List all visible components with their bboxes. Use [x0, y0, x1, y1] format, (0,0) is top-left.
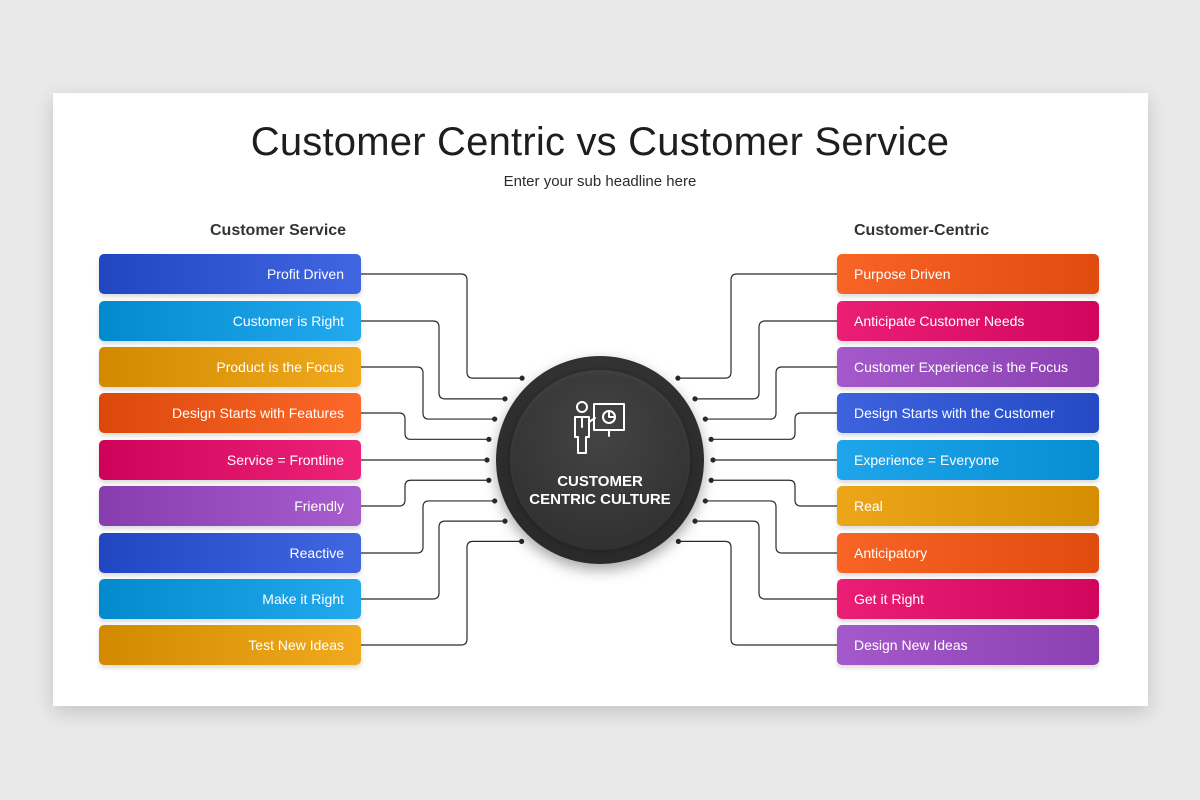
connector-line [361, 366, 495, 420]
page-subtitle: Enter your sub headline here [503, 173, 697, 190]
connector-dot [486, 436, 492, 442]
left-item: Service = Frontline [99, 440, 361, 480]
connector-line [361, 273, 523, 379]
center-hub-inner-ring [510, 370, 690, 550]
left-item: Make it Right [99, 579, 361, 619]
connector-line [361, 500, 495, 554]
connector-line [695, 520, 838, 600]
left-item: Product is the Focus [99, 347, 361, 387]
connector-line [705, 366, 838, 420]
connector-line [711, 412, 838, 440]
connector-dot [692, 518, 698, 524]
connector-line [361, 412, 489, 440]
connector-line [361, 320, 505, 400]
right-item: Purpose Driven [837, 254, 1099, 294]
connector-dot [708, 436, 714, 442]
connector-line [705, 500, 838, 554]
connector-line [711, 479, 838, 507]
connector-dot [702, 498, 708, 504]
center-hub: CUSTOMER CENTRIC CULTURE [496, 356, 704, 564]
connector-line [677, 273, 838, 379]
connector-dot [484, 457, 490, 463]
presenter-board-icon [574, 401, 625, 454]
right-item: Experience = Everyone [837, 440, 1099, 480]
connector-dot [492, 498, 498, 504]
hub-label-line1: CUSTOMER [557, 473, 643, 490]
left-item: Reactive [99, 533, 361, 573]
right-item: Customer Experience is the Focus [837, 347, 1099, 387]
connector-dot [675, 375, 681, 381]
connector-dot [519, 375, 525, 381]
right-item: Get it Right [837, 579, 1099, 619]
right-column-heading: Customer-Centric [854, 222, 990, 239]
connector-dot [486, 477, 492, 483]
left-item: Profit Driven [99, 254, 361, 294]
connector-line [361, 520, 505, 600]
connector-line [361, 540, 522, 646]
connector-dot [708, 477, 714, 483]
connector-dot [675, 538, 681, 545]
right-item: Design Starts with the Customer [837, 393, 1099, 433]
hub-label-line2: CENTRIC CULTURE [529, 491, 671, 508]
connector-dot [710, 457, 716, 463]
connector-line [678, 540, 838, 646]
connector-dot [502, 396, 508, 402]
connector-dot [702, 416, 708, 422]
left-item: Customer is Right [99, 301, 361, 341]
left-item: Test New Ideas [99, 625, 361, 665]
connector-dot [502, 518, 508, 524]
connector-dot [492, 416, 498, 422]
left-item: Friendly [99, 486, 361, 526]
right-item: Anticipate Customer Needs [837, 301, 1099, 341]
page-title: Customer Centric vs Customer Service [250, 120, 950, 164]
connector-line [361, 479, 489, 507]
right-item: Design New Ideas [837, 625, 1099, 665]
right-item: Real [837, 486, 1099, 526]
left-item: Design Starts with Features [99, 393, 361, 433]
connector-dot [519, 538, 525, 545]
connector-dot [692, 396, 698, 402]
left-column-heading: Customer Service [210, 222, 347, 239]
right-item: Anticipatory [837, 533, 1099, 573]
connector-line [695, 320, 838, 400]
